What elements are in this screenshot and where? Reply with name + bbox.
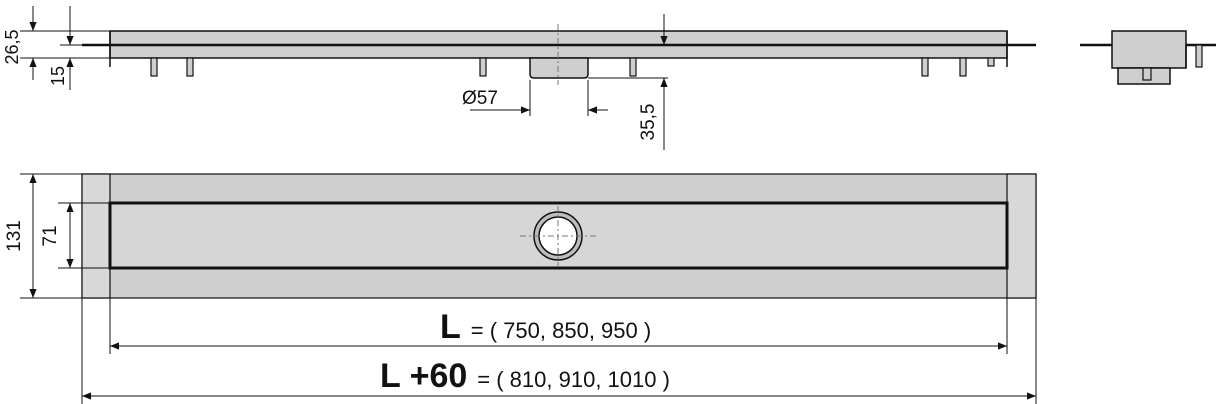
dim-outer-width: 131 [4,220,25,252]
length-outer-label: L +60 = ( 810, 910, 1010 ) [380,357,670,395]
dim-outlet-diameter: Ø57 [462,88,498,109]
side-view: 26,5 15 Ø57 35,5 [2,6,1036,150]
length-inner-values: = ( 750, 850, 950 ) [471,318,651,343]
top-view: 131 71 L = ( 750, 850, 950 ) L +60 = ( 8… [4,173,1037,404]
dim-flange: 15 [48,66,68,86]
side-legs [150,57,995,77]
dim-total-height: 26,5 [2,29,22,64]
length-inner-symbol: L [440,308,461,346]
length-outer-symbol: L +60 [380,357,467,395]
side-outlet [529,57,589,79]
dim-inner-width: 71 [40,225,61,246]
end-view [1080,30,1216,85]
length-inner-label: L = ( 750, 850, 950 ) [440,308,651,346]
dim-outlet-height: 35,5 [638,104,659,141]
length-outer-values: = ( 810, 910, 1010 ) [477,367,670,392]
